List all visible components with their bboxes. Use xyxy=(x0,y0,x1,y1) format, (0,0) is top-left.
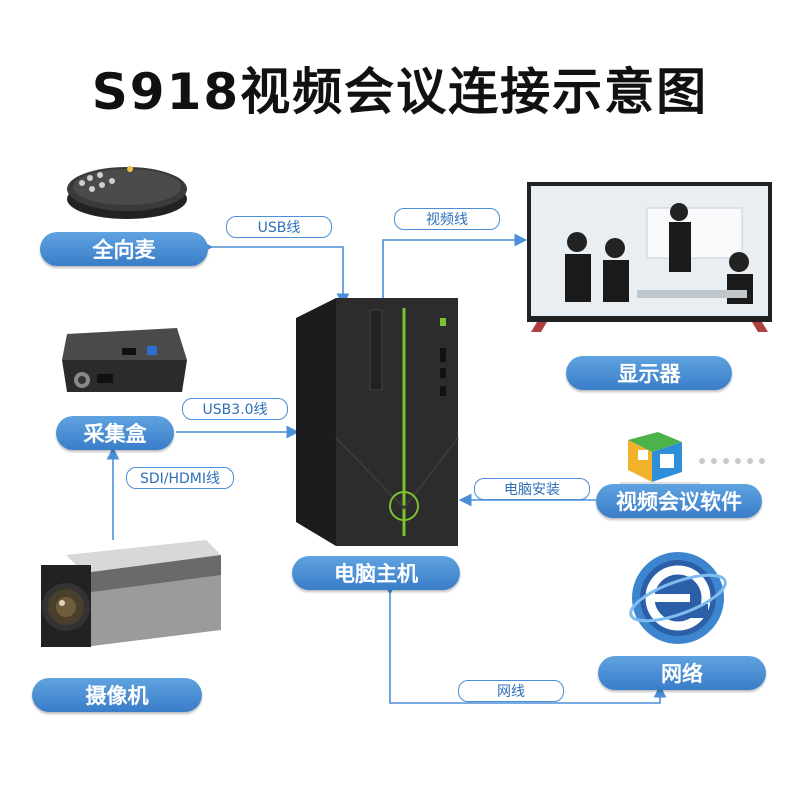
edge-label-net: 网线 xyxy=(458,680,564,702)
speakerphone-icon xyxy=(67,166,187,219)
capture-box-icon xyxy=(62,328,187,392)
edge-label-usb3: USB3.0线 xyxy=(182,398,288,420)
edge-label-sdi-hdmi: SDI/HDMI线 xyxy=(126,467,234,489)
node-mic: 全向麦 xyxy=(40,232,208,266)
edge-pc-display xyxy=(382,233,528,300)
node-network: 网络 xyxy=(598,656,766,690)
node-display: 显示器 xyxy=(566,356,732,390)
edge-label-usb: USB线 xyxy=(226,216,332,238)
edge-pc-network xyxy=(383,582,667,704)
node-pc: 电脑主机 xyxy=(292,556,460,590)
edge-mic-pc xyxy=(200,240,350,307)
software-cube-icon xyxy=(620,432,765,488)
page-title: S918视频会议连接示意图 xyxy=(91,63,709,121)
display-tv-icon xyxy=(527,182,772,332)
network-globe-icon xyxy=(629,552,727,644)
node-capture: 采集盒 xyxy=(56,416,174,450)
pc-tower-icon xyxy=(296,298,459,546)
camera-icon xyxy=(41,540,221,647)
node-software: 视频会议软件 xyxy=(596,484,762,518)
node-camera: 摄像机 xyxy=(32,678,202,712)
edge-label-video: 视频线 xyxy=(394,208,500,230)
edge-label-install: 电脑安装 xyxy=(474,478,590,500)
